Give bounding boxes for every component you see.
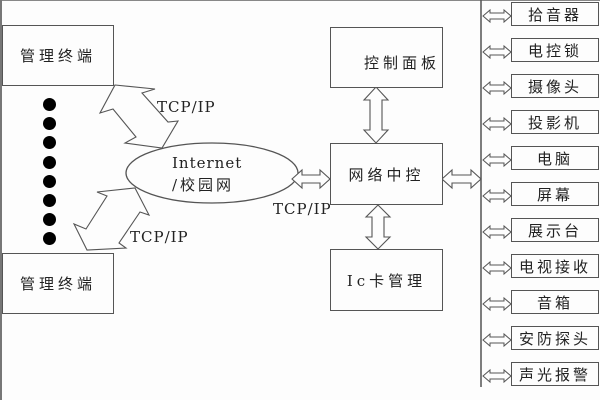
ellipsis-dot	[43, 155, 56, 169]
device-box: 安防探头	[511, 326, 599, 350]
management-terminal-bottom-label: 管理终端	[19, 275, 96, 293]
device-double-arrow	[482, 80, 512, 96]
device-double-arrow	[482, 44, 512, 60]
device-label: 音箱	[536, 293, 573, 312]
device-label: 拾音器	[527, 5, 582, 24]
protocol-label-upper: TCP/IP	[157, 98, 216, 116]
device-label: 电脑	[536, 149, 573, 168]
device-box: 声光报警	[511, 362, 599, 386]
device-double-arrow	[482, 152, 512, 168]
device-double-arrow	[482, 332, 512, 348]
device-box: 电视接收	[511, 254, 599, 278]
control-panel-label: 控制面板	[363, 54, 440, 72]
device-box: 投影机	[511, 110, 599, 134]
device-double-arrow	[482, 224, 512, 240]
double-arrow-panel-central	[362, 86, 390, 144]
zigzag-arrow-upper-path	[98, 84, 180, 149]
network-label-line2: /校园网	[172, 176, 235, 194]
ellipsis-dot	[43, 136, 56, 150]
device-double-arrow	[482, 116, 512, 132]
protocol-label-central: TCP/IP	[273, 200, 332, 218]
device-double-arrow	[482, 188, 512, 204]
device-label: 声光报警	[518, 365, 591, 384]
device-double-arrow	[482, 368, 512, 384]
device-box: 展示台	[511, 218, 599, 242]
device-box: 音箱	[511, 290, 599, 314]
management-terminal-top-label: 管理终端	[19, 47, 96, 65]
ellipsis-dot	[43, 117, 56, 131]
device-label: 电视接收	[518, 257, 591, 276]
device-label: 投影机	[527, 113, 582, 132]
control-panel-box: 控制面板	[330, 27, 443, 88]
zigzag-arrow-lower-path	[72, 187, 151, 251]
device-double-arrow	[482, 296, 512, 312]
central-control-label: 网络中控	[348, 165, 425, 184]
device-double-arrow	[482, 260, 512, 276]
ellipsis-dot	[43, 174, 56, 188]
management-terminal-top: 管理终端	[2, 25, 114, 86]
network-label-line1: Internet	[172, 154, 243, 172]
device-label: 屏幕	[536, 185, 573, 204]
device-box: 摄像头	[511, 74, 599, 98]
protocol-label-lower: TCP/IP	[130, 228, 189, 246]
device-box: 屏幕	[511, 182, 599, 206]
device-double-arrow	[482, 8, 512, 24]
frame-top-border	[0, 0, 600, 1]
ic-card-management-box: Ic卡管理	[330, 249, 443, 311]
device-box: 电控锁	[511, 38, 599, 62]
ic-card-management-label: Ic卡管理	[346, 271, 427, 290]
management-terminal-bottom: 管理终端	[2, 253, 114, 314]
device-box: 电脑	[511, 146, 599, 170]
ellipsis-dot	[43, 194, 56, 207]
ellipsis-dot	[43, 213, 56, 227]
device-label: 电控锁	[527, 41, 582, 60]
ellipsis-dot	[43, 232, 56, 246]
ellipsis-dot	[43, 98, 56, 111]
frame-left-border	[0, 0, 2, 400]
device-label: 展示台	[527, 221, 582, 240]
device-label: 安防探头	[518, 329, 591, 348]
double-arrow-central-bus	[441, 168, 482, 190]
device-label: 摄像头	[527, 77, 582, 96]
double-arrow-central-iccard	[364, 204, 392, 250]
device-box: 拾音器	[511, 2, 599, 26]
central-control-box: 网络中控	[330, 143, 443, 205]
